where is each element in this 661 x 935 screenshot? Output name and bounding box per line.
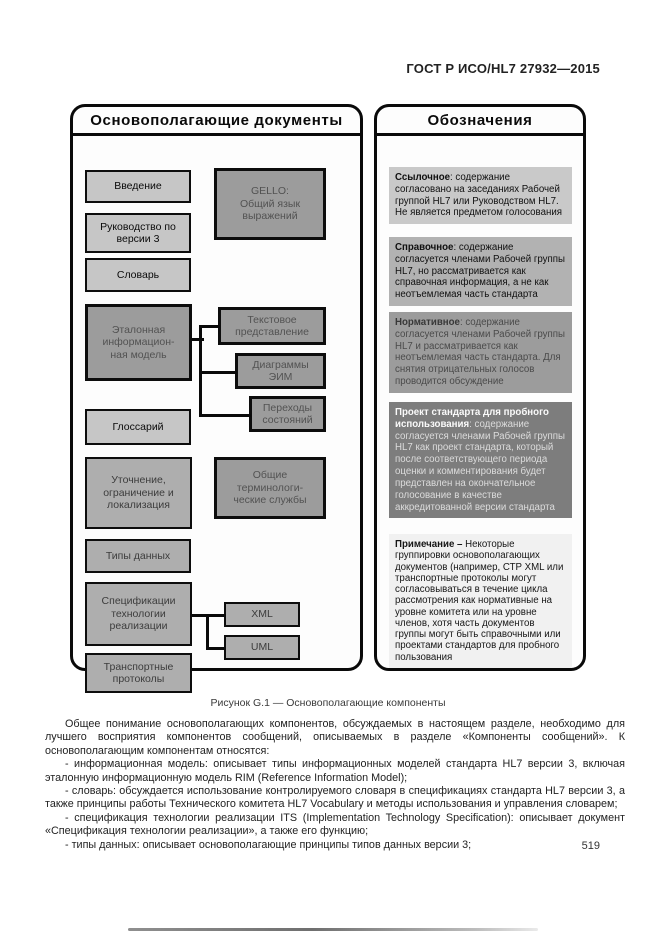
box-rim-diagrams: Диаграммы ЭИМ — [235, 353, 326, 389]
page-number: 519 — [581, 840, 600, 852]
legend-term: Нормативное — [395, 317, 460, 328]
box-glossary: Глоссарий — [85, 409, 191, 445]
legend-term: Ссылочное — [395, 172, 451, 183]
box-introduction: Введение — [85, 170, 191, 203]
figure-caption: Рисунок G.1 — Основополагающие компонент… — [210, 697, 446, 709]
note-text: Некоторые группировки основополагающих д… — [395, 539, 564, 663]
connector-line — [192, 614, 226, 617]
list-item: - информационная модель: описывает типы … — [45, 758, 625, 784]
connector-line — [206, 647, 226, 650]
box-gello: GELLO: Общий язык выражений — [214, 168, 326, 240]
connector-line — [206, 614, 209, 650]
legend-term: Проект стандарта для пробного использова… — [395, 407, 549, 430]
box-state-transitions: Переходы состояний — [249, 396, 326, 432]
box-uml: UML — [224, 635, 300, 660]
connector-line — [199, 414, 251, 417]
right-panel-title: Обозначения — [377, 107, 583, 136]
legend-normative: Нормативное: содержание согласуется член… — [389, 312, 572, 393]
box-terminology-services: Общие терминологи- ческие службы — [214, 457, 326, 519]
legend-text: : содержание согласуется членами Рабочей… — [395, 317, 565, 388]
scan-artifact — [128, 928, 538, 931]
box-version3-guide: Руководство по версии 3 — [85, 213, 191, 253]
list-item: - спецификация технологии реализации ITS… — [45, 811, 625, 838]
legend-referenced: Ссылочное: содержание согласовано на зас… — [389, 167, 572, 225]
box-reference-model: Эталонная информацион- ная модель — [85, 304, 192, 381]
box-refinement: Уточнение, ограничение и локализация — [85, 457, 192, 529]
legend-note: Примечание – Некоторые группировки основ… — [389, 534, 572, 668]
connector-line — [199, 325, 220, 328]
legend-text: : содержание согласовано на заседаниях Р… — [395, 172, 562, 219]
box-xml: XML — [224, 602, 300, 627]
legend-informative: Справочное: содержание согласуется члена… — [389, 237, 572, 307]
right-panel-body: Ссылочное: содержание согласовано на зас… — [377, 136, 583, 668]
left-panel-title: Основополагающие документы — [73, 107, 360, 136]
legend-term: Справочное — [395, 242, 454, 253]
box-its-specs: Спецификации технологии реализации — [85, 582, 192, 646]
left-panel-body: Введение Руководство по версии 3 Словарь… — [73, 136, 360, 693]
list-item: - словарь: обсуждается использование кон… — [45, 785, 625, 811]
fundamental-documents-panel: Основополагающие документы Введение Руко… — [70, 104, 363, 693]
connector-line — [199, 371, 237, 374]
body-text: Общее понимание основополагающих компоне… — [45, 718, 625, 852]
legend-panel: Обозначения Ссылочное: содержание соглас… — [374, 104, 586, 671]
connector-line — [192, 338, 204, 341]
box-vocabulary: Словарь — [85, 258, 191, 292]
note-label: Примечание – — [395, 539, 463, 550]
list-item: - типы данных: описывает основополагающи… — [65, 838, 472, 851]
box-data-types: Типы данных — [85, 539, 191, 573]
legend-draft-standard: Проект стандарта для пробного использова… — [389, 402, 572, 519]
paragraph: Общее понимание основополагающих компоне… — [45, 718, 625, 757]
legend-text: : содержание согласуется членами Рабочей… — [395, 418, 565, 513]
document-header: ГОСТ Р ИСО/HL7 27932—2015 — [406, 61, 600, 76]
box-transport-protocols: Транспортные протоколы — [85, 653, 192, 693]
box-text-representation: Текстовое представление — [218, 307, 326, 345]
legend-text: : содержание согласуется членами Рабочей… — [395, 242, 565, 301]
